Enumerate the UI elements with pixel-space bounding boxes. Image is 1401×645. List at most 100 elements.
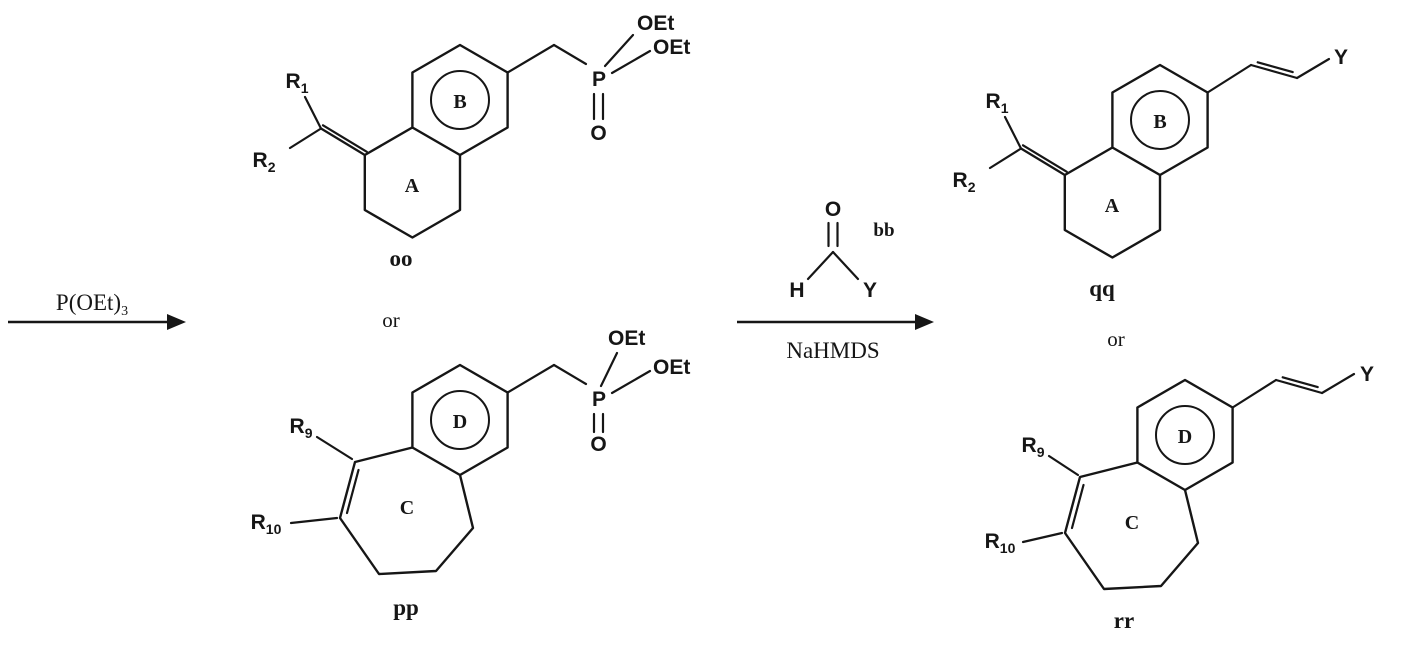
reagent-base-text: P(OEt) [56,290,121,315]
bond-vinyl-to-y [1295,57,1331,80]
compound-label-oo: oo [390,246,413,271]
compound-label-bb: bb [873,220,894,241]
r1-sub: 1 [1001,100,1009,116]
r10-sub: 10 [266,521,282,537]
c-double-bond-o [827,221,839,248]
bond-c-to-h [806,250,835,281]
oet-label-top: OEt [608,327,645,350]
p-double-bond-o [592,412,605,434]
bond-p-to-oet-top [599,351,619,388]
ring-b-aromatic-circle-icon [1130,90,1190,150]
ring-d-aromatic-circle-icon [1155,405,1215,465]
y-group-label: Y [1334,46,1348,69]
bond-ch2-to-p [552,43,588,66]
ring-b-letter: B [1153,111,1166,133]
bond-p-to-oet-right [610,369,652,395]
bond-vinyl-to-y [1320,372,1356,395]
ring-a-letter: A [1105,195,1120,217]
bond-to-r9 [1047,454,1080,477]
oxygen-atom: O [590,122,606,145]
bond-to-r1 [303,95,323,130]
ring-b-aromatic-circle-icon [430,70,490,130]
y-group-label: Y [1360,363,1374,386]
oet-label-right: OEt [653,36,690,59]
bond-to-r10 [1021,531,1064,544]
exocyclic-double-bond [1019,144,1068,177]
compound-label-pp: pp [393,595,419,620]
r10-base: R [985,530,1000,553]
bond-ch2-to-p [552,363,588,386]
ring-d-letter: D [1178,426,1192,448]
ring-c-double-bond-inner [345,468,360,515]
left-arrow-head-icon [167,314,186,330]
r2-sub: 2 [268,159,276,175]
reagent-sub-text: 3 [121,304,128,319]
r1-label: R1 [986,90,1009,116]
bond-to-r9 [315,435,354,461]
ring-c-seven-membered [338,446,475,576]
aldehyde-hydrogen-atom: H [789,279,804,302]
r2-base: R [953,169,968,192]
r2-base: R [253,149,268,172]
or-label-right: or [1107,327,1125,351]
bond-to-r2 [288,127,323,150]
ring-a-letter: A [405,175,420,197]
vinyl-group: Y [1231,363,1374,409]
r10-sub: 10 [1000,540,1016,556]
bond-ring-to-ch2 [506,43,556,74]
p-double-bond-o [592,92,605,121]
bond [1249,63,1299,80]
compound-label-qq: qq [1089,276,1115,301]
bond [1274,378,1324,395]
exocyclic-double-bond [319,124,368,157]
reagent-p-oet3-label: P(OEt)3 [56,290,128,319]
ring-a [363,126,462,239]
r10-base: R [251,511,266,534]
r1-label: R1 [286,70,309,96]
structure-qq: B A R1 R2 Y qq [953,46,1348,301]
phosphorus-atom: P [592,68,606,91]
bond-p-to-oet-top [603,33,635,68]
r2-label: R2 [953,169,976,195]
ring-c-seven-membered [1063,461,1200,591]
ring-b-letter: B [453,91,466,113]
vinyl-double-bond-inner [1281,376,1319,389]
bond-to-r10 [289,516,339,525]
aldehyde-bb-structure: O H Y bb [789,198,894,302]
ring-c-letter: C [400,497,414,519]
oet-label-right: OEt [653,356,690,379]
r9-sub: 9 [305,425,313,441]
nahmds-label: NaHMDS [786,338,879,363]
r9-label: R9 [290,415,313,441]
ring-a [1063,146,1162,259]
vinyl-double-bond-inner [1256,61,1294,74]
bond [319,127,366,157]
r1-base: R [986,90,1001,113]
bond-p-to-oet-right [610,49,652,75]
bond-ring-to-vinyl [1206,63,1253,94]
r9-base: R [290,415,305,438]
ring-c-double-bond-inner [1070,483,1085,530]
r9-base: R [1022,434,1037,457]
bond-ring-to-vinyl [1231,378,1278,409]
r2-label: R2 [253,149,276,175]
r10-label: R10 [251,511,282,537]
vinyl-group: Y [1206,46,1348,94]
r1-base: R [286,70,301,93]
r2-sub: 2 [968,179,976,195]
structure-pp: D C R9 R10 P O OEt OEt pp [251,327,691,620]
bond-to-r2 [988,147,1023,170]
bond-c-to-y [831,250,860,281]
compound-label-rr: rr [1114,608,1134,633]
ring-c-letter: C [1125,512,1139,534]
r9-label: R9 [1022,434,1045,460]
bond-to-r1 [1003,115,1023,150]
or-label-left: or [382,308,400,332]
aldehyde-oxygen-atom: O [825,198,841,221]
structure-oo: B A R1 R2 P O OEt OEt oo [253,12,691,271]
bond [1021,144,1068,173]
structure-rr: D C R9 R10 Y rr [985,363,1374,633]
r10-label: R10 [985,530,1016,556]
